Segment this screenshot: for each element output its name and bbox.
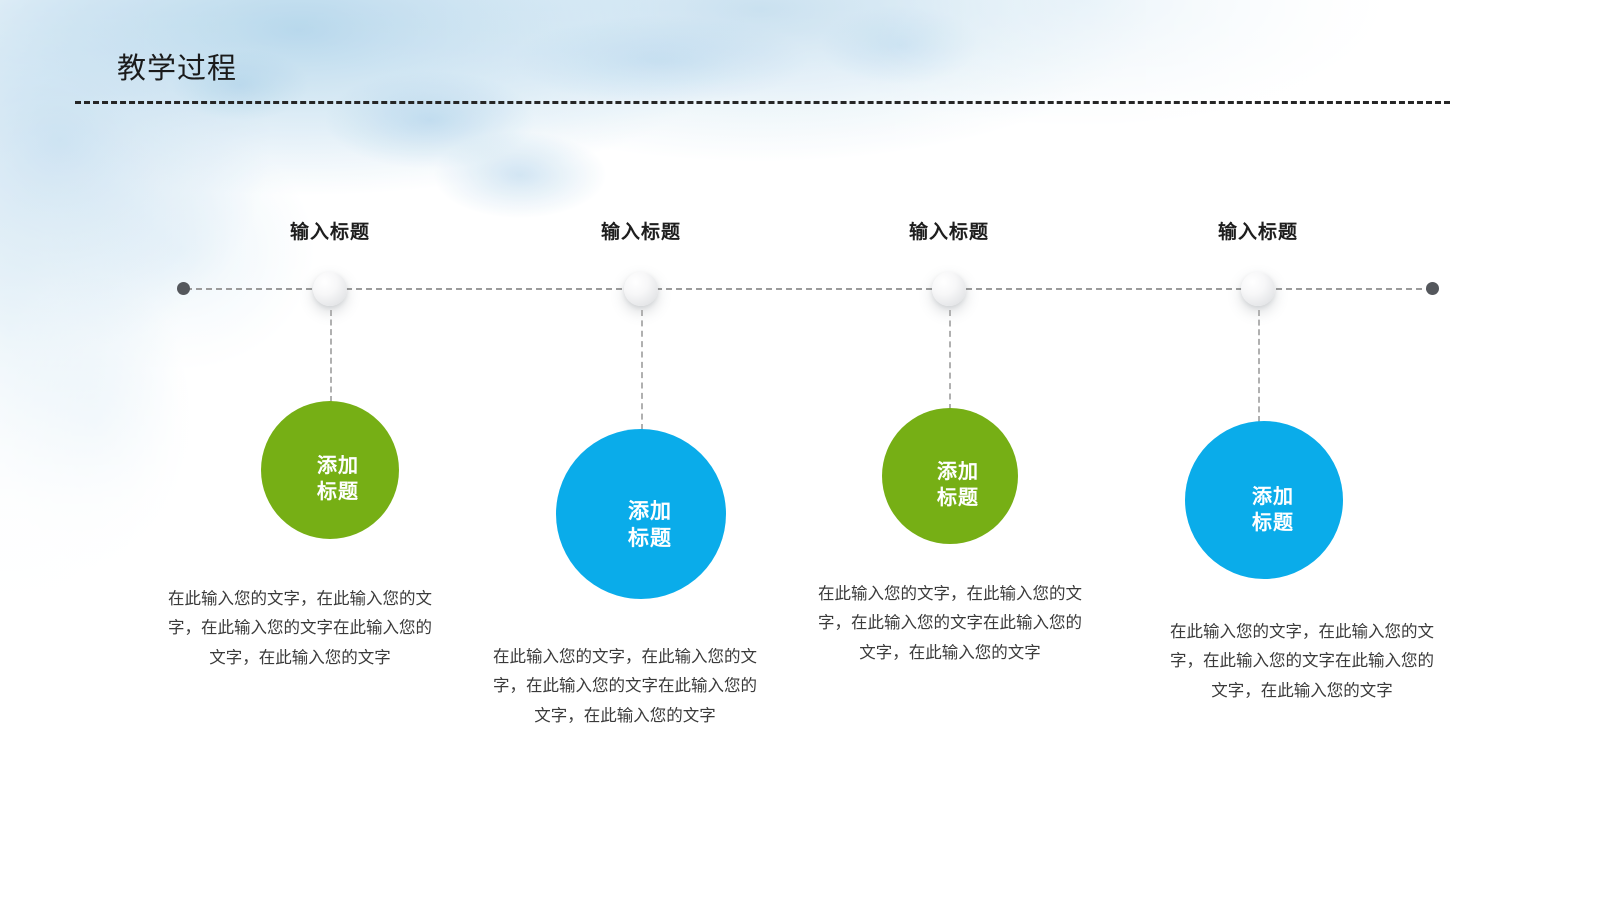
step-title-1: 输入标题: [289, 222, 371, 243]
timeline-axis: [186, 288, 1432, 290]
step-bubble-label-2: 添加 标题: [628, 500, 672, 550]
timeline-node-2[interactable]: [624, 272, 658, 306]
connector-2: [641, 310, 643, 430]
connector-4: [1258, 310, 1260, 422]
step-bubble-4[interactable]: 添加 标题: [1185, 421, 1343, 579]
step-bubble-1[interactable]: 添加 标题: [261, 401, 399, 539]
step-title-4: 输入标题: [1217, 222, 1299, 243]
step-title-2: 输入标题: [600, 222, 682, 243]
timeline-start-dot: [177, 282, 190, 295]
timeline-end-dot: [1426, 282, 1439, 295]
step-description-1: 在此输入您的文字，在此输入您的文字，在此输入您的文字在此输入您的文字，在此输入您…: [168, 590, 432, 667]
title-divider: [75, 101, 1450, 104]
step-description-2: 在此输入您的文字，在此输入您的文字，在此输入您的文字在此输入您的文字，在此输入您…: [493, 648, 757, 725]
step-bubble-label-4: 添加 标题: [1252, 486, 1294, 534]
step-bubble-label-1: 添加 标题: [317, 455, 359, 503]
timeline-node-3[interactable]: [932, 272, 966, 306]
step-title-3: 输入标题: [908, 222, 990, 243]
connector-3: [949, 310, 951, 410]
connector-1: [330, 310, 332, 402]
timeline-node-1[interactable]: [313, 272, 347, 306]
step-description-4: 在此输入您的文字，在此输入您的文字，在此输入您的文字在此输入您的文字，在此输入您…: [1170, 623, 1434, 700]
page-title: 教学过程: [117, 53, 238, 85]
step-bubble-2[interactable]: 添加 标题: [556, 429, 726, 599]
step-bubble-3[interactable]: 添加 标题: [882, 408, 1018, 544]
timeline-node-4[interactable]: [1241, 272, 1275, 306]
step-description-3: 在此输入您的文字，在此输入您的文字，在此输入您的文字在此输入您的文字，在此输入您…: [818, 585, 1082, 662]
step-bubble-label-3: 添加 标题: [937, 461, 979, 509]
